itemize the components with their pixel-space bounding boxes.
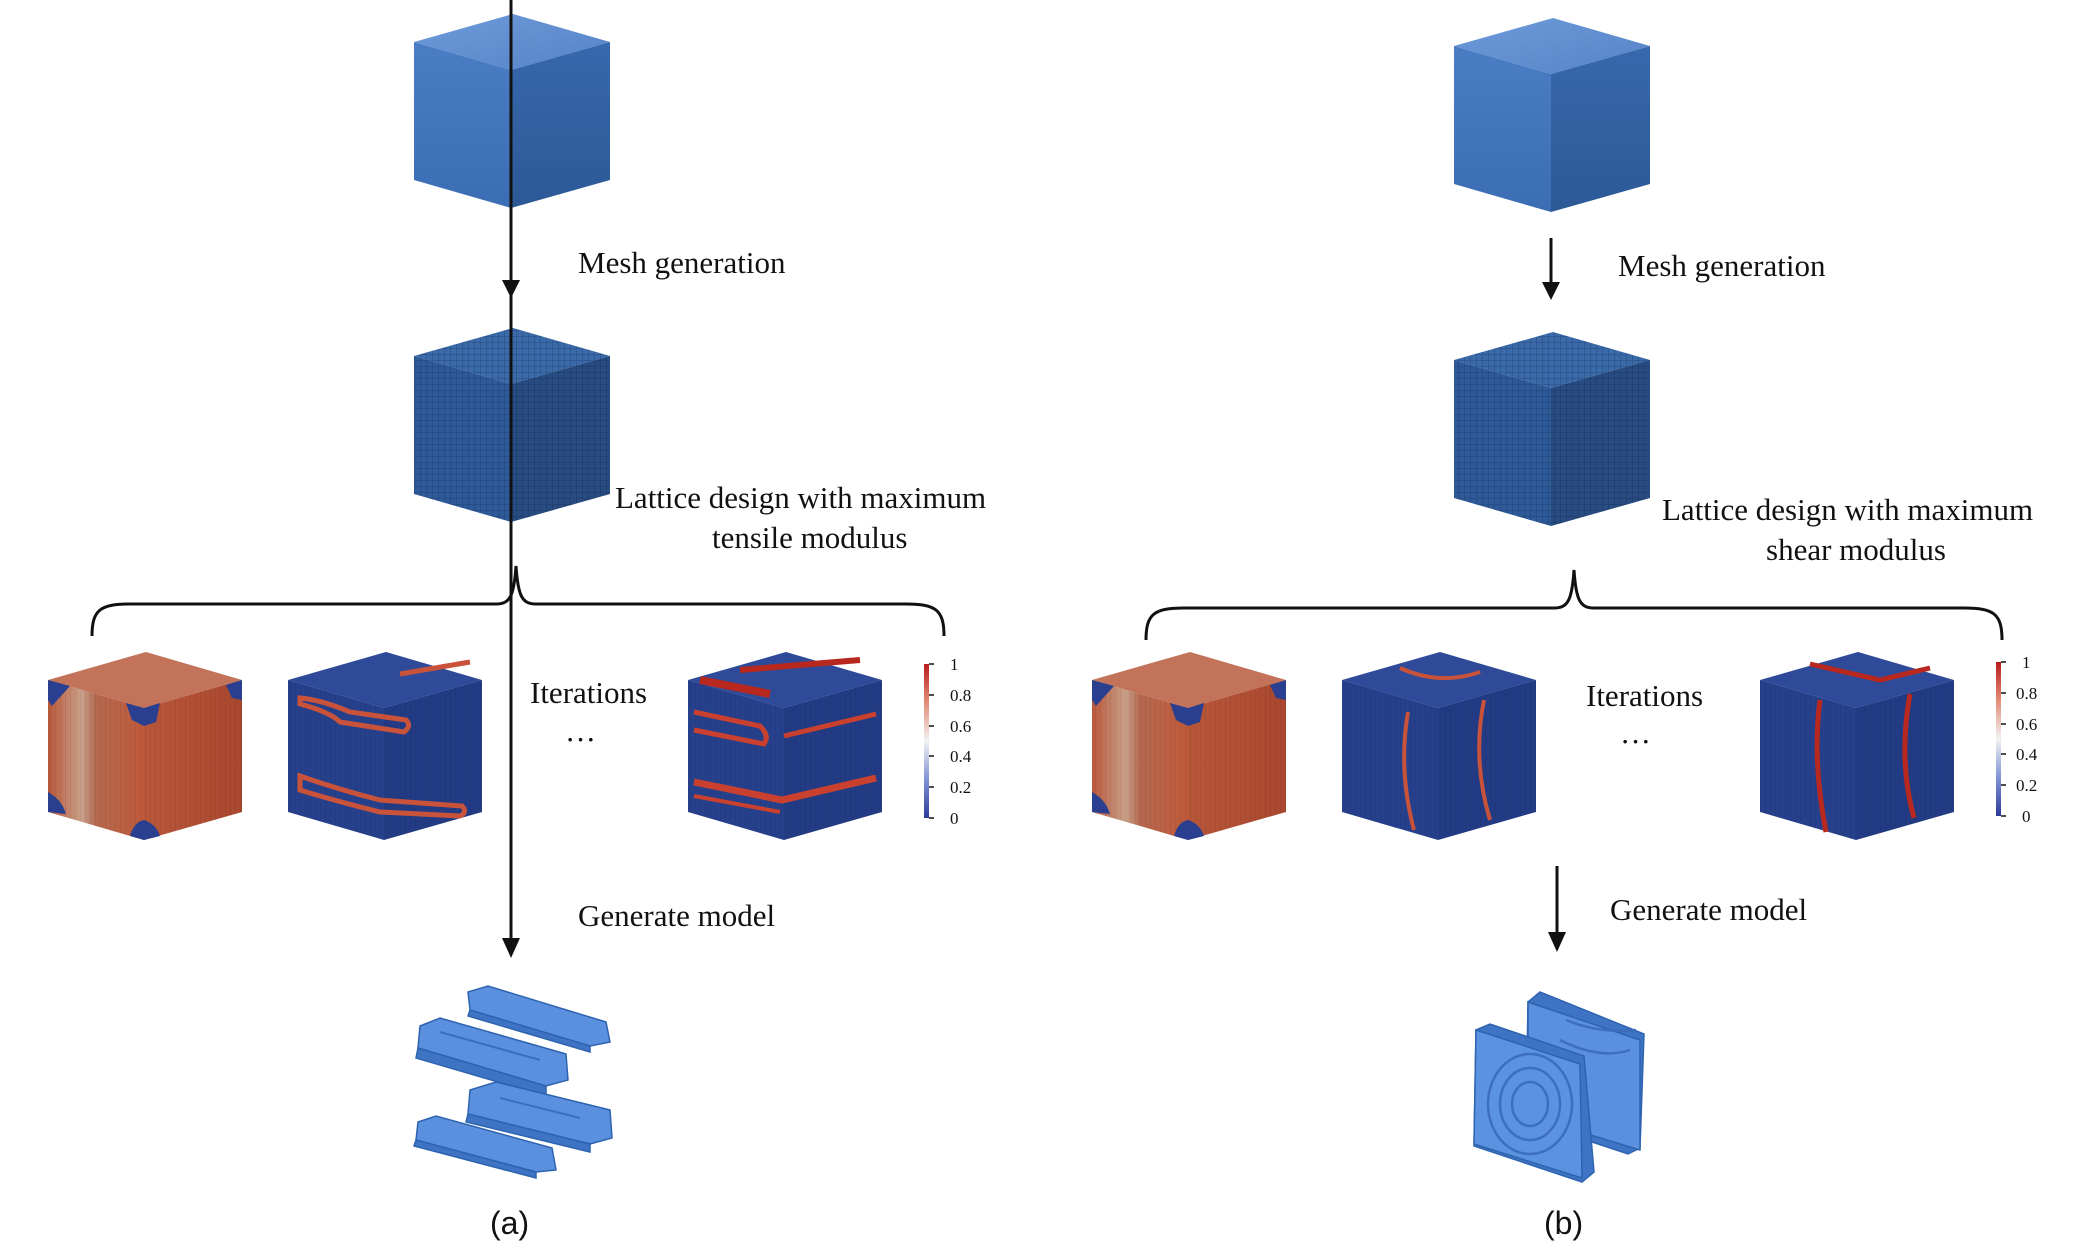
colorbar-b-tick-0.2: 0.2 xyxy=(2016,776,2037,795)
arrow-mesh-b xyxy=(1542,238,1560,300)
iteration-cube-a-2 xyxy=(288,652,482,840)
design-label-line1-b: Lattice design with maximum xyxy=(1662,492,2033,527)
colorbar-a-tick-1: 1 xyxy=(950,655,959,674)
colorbar-b-tick-0.4: 0.4 xyxy=(2016,745,2038,764)
colorbar-a-tick-0: 0 xyxy=(950,809,959,828)
iteration-cube-a-3 xyxy=(688,652,882,840)
caption-a: (a) xyxy=(490,1205,529,1241)
iteration-cube-a-1 xyxy=(48,652,242,840)
brace-a xyxy=(90,565,946,637)
panel-a: Mesh generation Lattice design with maxi… xyxy=(48,0,986,1241)
brace-b xyxy=(1144,569,2004,641)
meshed-cube-b xyxy=(1454,332,1650,526)
design-label-line2-a: tensile modulus xyxy=(712,520,907,555)
colorbar-a-tick-0.4: 0.4 xyxy=(950,747,972,766)
colorbar-a: 1 0.8 0.6 0.4 0.2 0 xyxy=(924,655,972,828)
design-label-line1-a: Lattice design with maximum xyxy=(615,480,986,515)
colorbar-b-tick-0.6: 0.6 xyxy=(2016,715,2037,734)
colorbar-a-tick-0.8: 0.8 xyxy=(950,686,971,705)
iterations-label-b: Iterations xyxy=(1586,678,1703,713)
colorbar-b-tick-1: 1 xyxy=(2022,653,2031,672)
mesh-generation-label-a: Mesh generation xyxy=(578,245,786,280)
colorbar-b-tick-0: 0 xyxy=(2022,807,2031,826)
ellipsis-a: ··· xyxy=(565,722,596,757)
panel-b: Mesh generation Lattice design with maxi… xyxy=(1092,18,2038,1241)
caption-b: (b) xyxy=(1544,1205,1583,1241)
iteration-cube-b-2 xyxy=(1342,652,1536,840)
solid-cube-b xyxy=(1454,18,1650,212)
final-model-bars xyxy=(413,985,613,1179)
colorbar-a-tick-0.2: 0.2 xyxy=(950,778,971,797)
colorbar-b: 1 0.8 0.6 0.4 0.2 0 xyxy=(1996,653,2038,826)
arrow-generate-b xyxy=(1548,866,1566,952)
ellipsis-b: ··· xyxy=(1620,724,1651,759)
colorbar-a-tick-0.6: 0.6 xyxy=(950,717,971,736)
design-label-line2-b: shear modulus xyxy=(1766,532,1946,567)
arrow-generate-a xyxy=(502,0,520,958)
final-model-plates xyxy=(1473,991,1645,1183)
solid-cube-a xyxy=(414,14,610,208)
iteration-cube-b-3 xyxy=(1760,652,1954,840)
iteration-cube-b-1 xyxy=(1092,652,1286,840)
generate-model-label-a: Generate model xyxy=(578,898,775,933)
iterations-label-a: Iterations xyxy=(530,675,647,710)
colorbar-b-tick-0.8: 0.8 xyxy=(2016,684,2037,703)
generate-model-label-b: Generate model xyxy=(1610,892,1807,927)
mesh-generation-label-b: Mesh generation xyxy=(1618,248,1826,283)
